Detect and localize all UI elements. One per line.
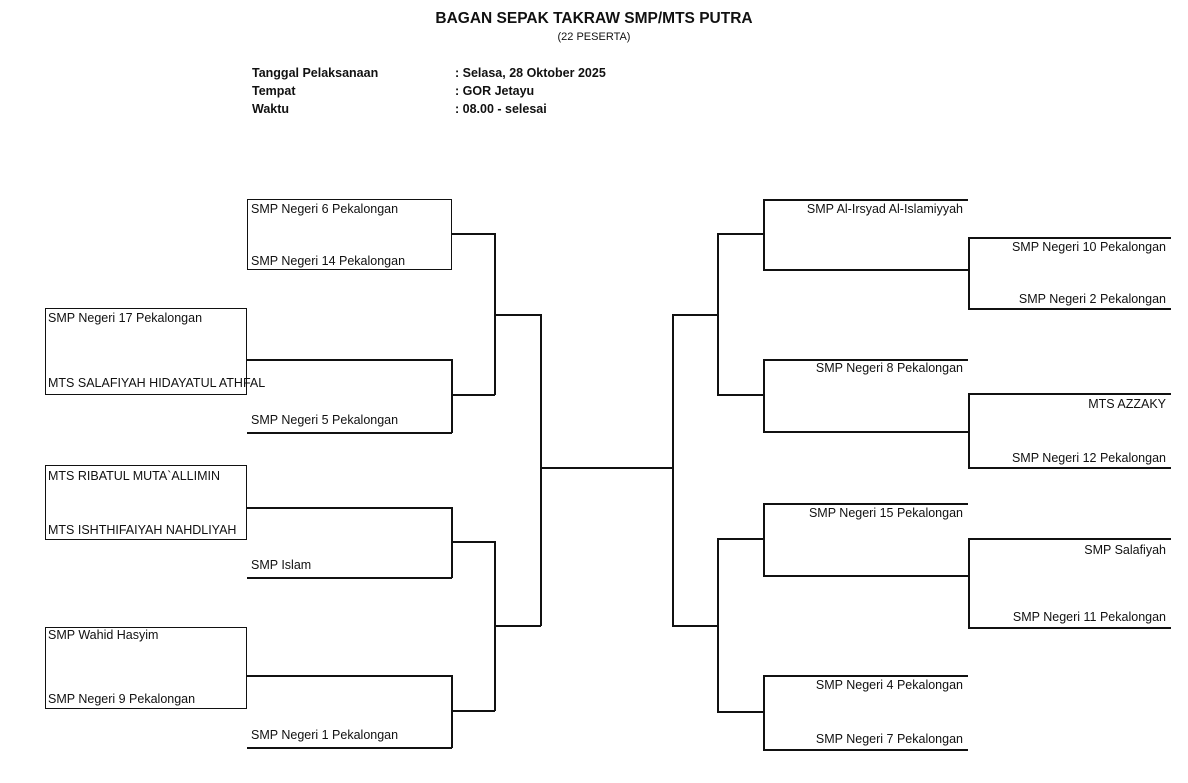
line-left-qf2-right [451,359,453,433]
team-label-smp-negeri-8: SMP Negeri 8 Pekalongan [815,361,963,375]
line-right-qf5-bottom [763,269,968,271]
connector-left-finalist [540,314,542,626]
team-label-smp-negeri-17: SMP Negeri 17 Pekalongan [48,311,203,325]
connector-right-sf1 [717,233,719,395]
connector-left-qf1-winner [451,233,495,235]
connector-right-sf2-winner [672,625,719,627]
team-label-smp-negeri-15: SMP Negeri 15 Pekalongan [808,506,963,520]
team-label-smp-negeri-10: SMP Negeri 10 Pekalongan [1011,240,1166,254]
line-left-qf3-right [451,507,453,578]
connector-left-sf1-winner [494,314,541,316]
team-label-smp-negeri-6: SMP Negeri 6 Pekalongan [251,202,399,216]
team-label-mts-ribatul-mutaallimin: MTS RIBATUL MUTA`ALLIMIN [48,469,221,483]
team-label-smp-negeri-14: SMP Negeri 14 Pekalongan [251,254,406,268]
team-label-smp-negeri-1: SMP Negeri 1 Pekalongan [251,728,399,742]
connector-right-qf7-winner [717,538,764,540]
line-right-playin2-top [968,393,1171,395]
info-label-waktu: Waktu [252,102,290,116]
connector-left-qf3-winner [451,541,495,543]
team-label-smp-negeri-9: SMP Negeri 9 Pekalongan [48,692,196,706]
match-box-left-qf1 [247,199,452,270]
line-left-qf3-bottom [247,577,452,579]
team-label-smp-negeri-5: SMP Negeri 5 Pekalongan [251,413,399,427]
team-label-smp-al-irsyad-al-islamiyyah: SMP Al-Irsyad Al-Islamiyyah [806,202,963,216]
team-label-mts-ishthifaiyah-nahdliyah: MTS ISHTHIFAIYAH NAHDLIYAH [48,523,237,537]
line-right-playin2-bottom [968,467,1171,469]
connector-left-sf2-winner [494,625,541,627]
line-right-playin3-bottom [968,627,1171,629]
connector-right-sf2 [717,538,719,712]
line-right-qf6-left [763,359,765,432]
line-left-qf4-top [247,675,452,677]
info-label-tanggal: Tanggal Pelaksanaan [252,66,379,80]
line-right-qf5-left [763,199,765,270]
line-left-qf2-bottom [247,432,452,434]
line-right-playin3-left [968,538,970,628]
connector-left-qf2-winner [451,394,495,396]
line-right-playin1-left [968,237,970,309]
line-right-qf6-bottom [763,431,968,433]
line-right-qf6-top [763,359,968,361]
team-label-smp-wahid-hasyim: SMP Wahid Hasyim [48,628,159,642]
final-match-line [540,467,674,469]
info-label-tempat: Tempat [252,84,296,98]
team-label-smp-islam: SMP Islam [251,558,312,572]
connector-right-qf8-winner [717,711,764,713]
team-label-smp-negeri-12: SMP Negeri 12 Pekalongan [1011,451,1166,465]
team-label-smp-negeri-2: SMP Negeri 2 Pekalongan [1018,292,1166,306]
connector-right-qf5-winner [717,233,764,235]
connector-left-qf4-winner [451,710,495,712]
team-label-smp-negeri-11: SMP Negeri 11 Pekalongan [1012,610,1166,624]
line-right-playin1-top [968,237,1171,239]
info-value-tempat: : GOR Jetayu [455,84,535,98]
line-right-qf8-bottom [763,749,968,751]
line-left-qf4-right [451,675,453,748]
line-right-qf5-top [763,199,968,201]
line-left-qf4-bottom [247,747,452,749]
team-label-mts-azzaky: MTS AZZAKY [1088,397,1166,411]
line-right-qf7-bottom [763,575,968,577]
team-label-smp-negeri-7: SMP Negeri 7 Pekalongan [815,732,963,746]
info-value-waktu: : 08.00 - selesai [455,102,547,116]
line-right-playin1-bottom [968,308,1171,310]
line-right-qf8-top [763,675,968,677]
team-label-smp-salafiyah: SMP Salafiyah [1084,543,1166,557]
line-right-qf7-top [763,503,968,505]
team-label-mts-salafiyah-hidayatul-athfal: MTS SALAFIYAH HIDAYATUL ATHFAL [48,376,266,390]
connector-right-finalist [672,314,674,626]
line-left-qf3-top [247,507,452,509]
match-box-left-playin2 [45,465,247,540]
page-title: BAGAN SEPAK TAKRAW SMP/MTS PUTRA [435,10,753,27]
line-left-qf2-top [247,359,452,361]
connector-right-sf1-winner [672,314,719,316]
match-box-left-playin3 [45,627,247,709]
team-label-smp-negeri-4: SMP Negeri 4 Pekalongan [815,678,963,692]
info-value-tanggal: : Selasa, 28 Oktober 2025 [455,66,606,80]
line-right-qf8-left [763,675,765,750]
line-right-playin2-left [968,393,970,468]
line-right-qf7-left [763,503,765,576]
line-right-playin3-top [968,538,1171,540]
participant-count: (22 PESERTA) [557,31,631,43]
match-box-left-playin1 [45,308,247,395]
connector-right-qf6-winner [717,394,764,396]
